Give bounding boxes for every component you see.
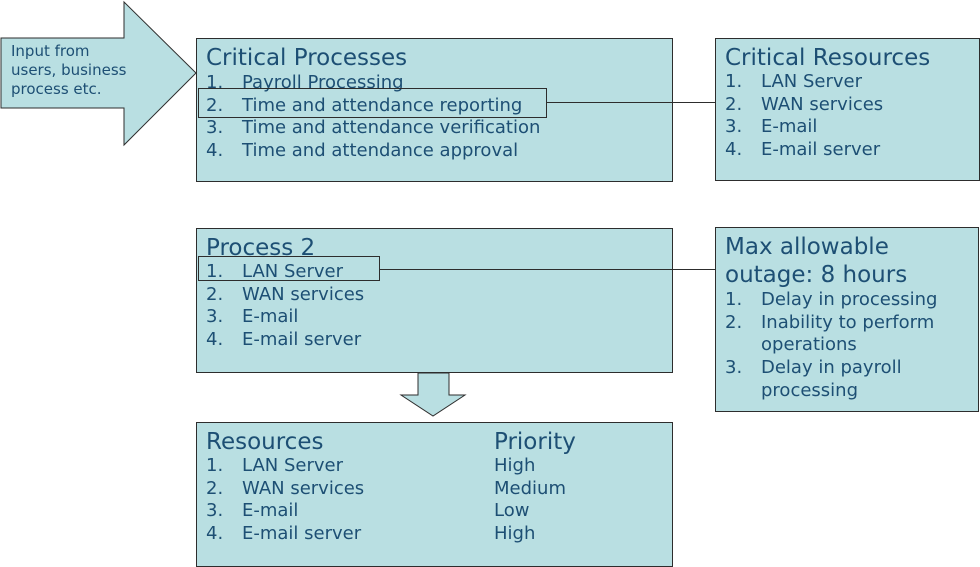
critical-resources-title: Critical Resources [725,45,931,71]
list-item: 1.Delay in processing [725,289,938,310]
max-outage-box: Max allowable outage: 8 hours 1.Delay in… [715,227,979,412]
max-outage-list: 1.Delay in processing 2.Inability to per… [725,289,975,403]
critical-processes-title: Critical Processes [206,45,408,71]
input-arrow-label: Input from users, business process etc. [11,42,127,98]
list-item: 1.LAN Server [206,261,343,282]
max-outage-title: Max allowable outage: 8 hours [725,234,908,288]
list-item: 2.WAN services [725,93,884,115]
list-item: 2.Time and attendance reporting [206,94,523,116]
critical-processes-list: 1.Payroll Processing 2.Time and attendan… [206,72,540,163]
list-item: 4.Time and attendance approval [206,140,519,162]
list-item: 2.WAN services [206,283,365,305]
list-item: 3.Delay in payroll processing [725,357,902,401]
list-item: 4.E-mail server [725,139,881,161]
critical-resources-box: Critical Resources 1.LAN Server 2.WAN se… [715,38,980,181]
list-item: 1.Payroll Processing [206,72,404,93]
critical-resources-list: 1.LAN Server 2.WAN services 3.E-mail 4.E… [725,71,883,162]
highlight-time-reporting [198,88,547,118]
list-item: 4.E-mail server [206,329,362,351]
list-item: 3.E-mail [206,306,299,328]
resources-title: Resources [206,429,324,455]
connector-line-top [547,102,715,103]
priority-title: Priority [494,429,576,455]
process-2-list: 1.LAN Server 2.WAN services 3.E-mail 4.E… [206,261,364,352]
highlight-lan-server [198,256,380,281]
down-arrow-icon [399,372,467,417]
list-item: 3.E-mail [725,116,818,138]
list-item: 1.LAN Server [725,71,862,92]
connector-line-bottom [380,269,715,270]
priority-value: High [494,455,536,476]
priority-value: Low [494,500,530,522]
priority-value: Medium [494,477,566,499]
process-2-box: Process 2 1.LAN Server 2.WAN services 3.… [196,228,673,373]
priority-value: High [494,523,536,545]
list-item: 2.Inability to perform operations [725,311,935,356]
critical-processes-box: Critical Processes 1.Payroll Processing … [196,38,673,182]
list-item: 3.Time and attendance verification [206,117,541,139]
